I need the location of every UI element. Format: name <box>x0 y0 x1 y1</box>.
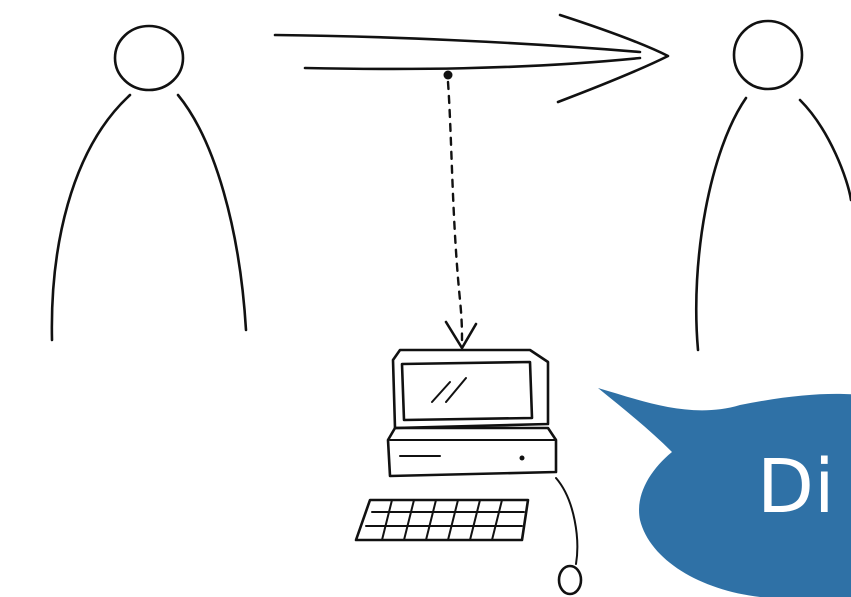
mouse-cable <box>556 478 577 564</box>
message-arrow <box>275 15 668 102</box>
dotted-line <box>448 82 462 340</box>
tap-point <box>444 71 453 80</box>
sender-person <box>52 26 246 340</box>
bubble-caption: Di <box>757 444 835 530</box>
receiver-person <box>696 21 851 350</box>
speech-bubble: Di <box>598 388 851 597</box>
base-unit <box>388 428 556 476</box>
keyboard <box>356 500 528 540</box>
mouse <box>559 566 581 594</box>
computer <box>356 350 581 594</box>
sender-body <box>52 95 246 340</box>
receiver-body <box>696 98 851 350</box>
sender-head <box>115 26 183 90</box>
interception-tap <box>444 71 477 349</box>
monitor-screen <box>402 362 532 420</box>
receiver-head <box>734 21 802 89</box>
